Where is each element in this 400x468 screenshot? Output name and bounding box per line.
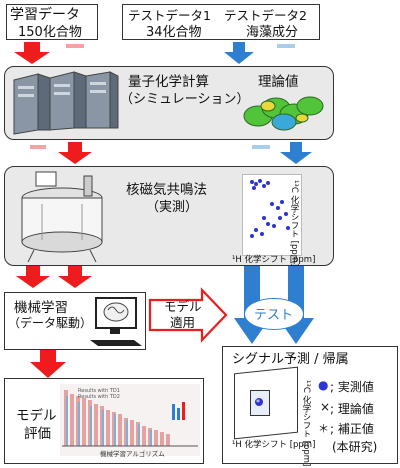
test-label: テスト: [254, 308, 294, 323]
blue-arrow-1: [224, 42, 254, 64]
blue-arrow-2: [280, 142, 312, 164]
legend-corrected-mark: ＊: [318, 422, 329, 435]
test-data-2-desc: 海藻成分: [246, 25, 299, 40]
svg-text:*: *: [256, 398, 260, 407]
test-data-1-title: テストデータ1: [128, 8, 211, 23]
red-arrow-5: [30, 350, 66, 378]
ml-subtitle: （データ駆動）: [8, 316, 93, 330]
nmr-machine-icon: [21, 171, 103, 263]
signal-mark: *: [255, 398, 263, 407]
pink-bar-2: [30, 145, 46, 149]
signal-y-axis: ¹³C 化学シフト [ppm]: [301, 380, 311, 467]
nmr-y-axis: ¹³C 化学シフト [ppm]: [289, 180, 299, 267]
red-arrow-1: [14, 42, 50, 64]
quantum-subtitle: （シミュレーション）: [120, 92, 250, 107]
server-icon: [13, 71, 119, 135]
lightblue-bar-2: [252, 145, 270, 149]
computer-brain-icon: [90, 297, 142, 346]
test-data-1-count: 34化合物: [146, 25, 202, 40]
training-data-title: 学習データ: [10, 7, 80, 23]
signal-title: シグナル予測 / 帰属: [232, 352, 349, 367]
red-arrow-2: [58, 142, 92, 164]
test-cloud: [244, 298, 304, 330]
legend-corrected-label: ; 補正値: [330, 422, 374, 436]
molecule-icon: [243, 96, 324, 131]
pink-bar: [66, 44, 84, 48]
red-arrow-3: [16, 266, 50, 288]
eval-x-axis: 機械学習アルゴリズム: [100, 450, 165, 458]
model-apply-line1: モデル: [164, 299, 202, 314]
eval-legend-1: Results with TD1: [78, 388, 120, 394]
quantum-result: 理論値: [258, 74, 299, 90]
signal-x-axis: ¹H 化学シフト [ppm]: [232, 440, 316, 450]
legend-note: (本研究): [332, 440, 378, 454]
legend-theory-mark: ×: [320, 400, 331, 414]
quantum-title: 量子化学計算: [128, 74, 209, 90]
model-apply-arrow: [148, 287, 228, 343]
legend-theory-label: ; 理論値: [330, 402, 374, 416]
nmr-x-axis: ¹H 化学シフト [ppm]: [232, 255, 316, 265]
eval-legend-2: Results with TD2: [78, 394, 120, 400]
test-data-2-title: テストデータ2: [224, 8, 307, 23]
legend-measured-mark: ●: [318, 378, 329, 392]
nmr-spectrum-dots: [250, 179, 290, 238]
legend-measured-label: ; 実測値: [330, 380, 374, 394]
eval-chart: [60, 384, 200, 456]
eval-line2: 評価: [24, 426, 51, 442]
training-data-count: 150化合物: [18, 25, 82, 40]
nmr-spectrum-panel: [242, 174, 302, 256]
test-data-box: [122, 4, 320, 40]
nmr-title: 核磁気共鳴法: [126, 182, 207, 198]
red-arrow-4: [58, 266, 92, 288]
nmr-subtitle: （実測）: [146, 200, 199, 215]
model-apply-line2: 適用: [170, 315, 196, 330]
lightblue-bar: [277, 44, 295, 48]
training-data-box: [6, 4, 98, 40]
ml-title: 機械学習: [14, 300, 68, 316]
eval-line1: モデル: [16, 408, 57, 424]
